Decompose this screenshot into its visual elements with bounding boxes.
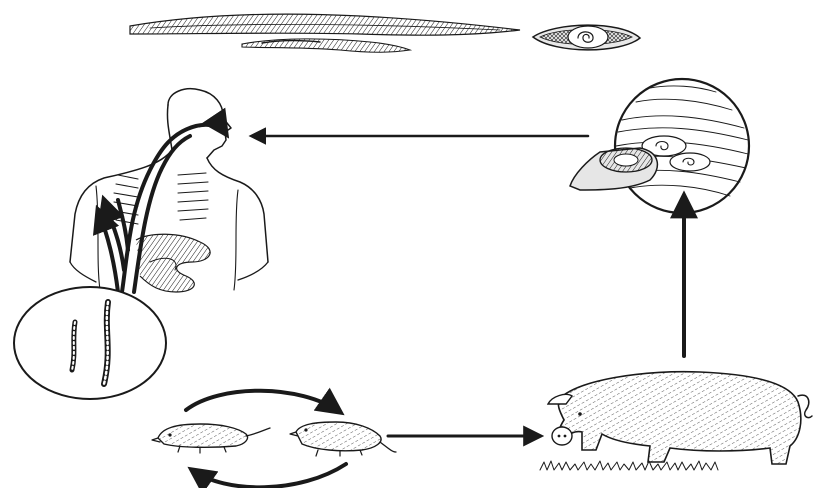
rat-right-icon	[290, 422, 396, 456]
adult-worm-short-icon	[242, 39, 410, 52]
adult-worm-long-icon	[130, 14, 520, 35]
rat-left-icon	[152, 424, 270, 453]
pig-host-icon	[540, 372, 812, 470]
infected-muscle-icon	[570, 79, 749, 213]
rat-cycle-arrow-top	[186, 391, 340, 412]
rat-cycle-arrow-bottom	[192, 464, 346, 487]
magnified-worms-icon	[14, 287, 166, 399]
human-host-icon	[70, 89, 268, 292]
encysted-larva-icon	[533, 25, 640, 50]
